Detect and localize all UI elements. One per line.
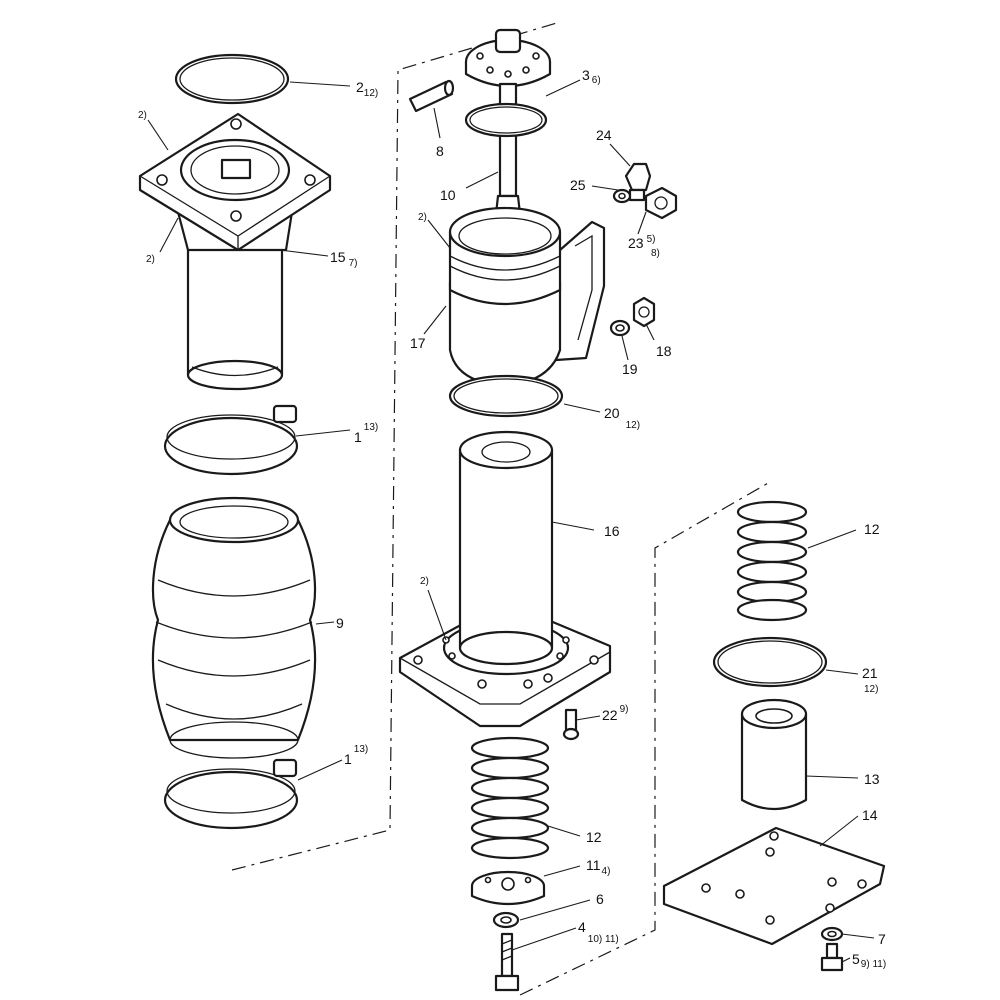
callout-17: 17 <box>410 335 426 351</box>
seal-ring-25 <box>612 188 632 204</box>
callout-6: 6 <box>596 891 604 907</box>
bolt-4 <box>494 932 520 992</box>
callout-13: 13 <box>864 771 880 787</box>
callout-25: 25 <box>570 177 586 193</box>
callout-9: 9 <box>336 615 344 631</box>
rubber-buffer <box>740 698 808 810</box>
base-plate <box>662 826 886 946</box>
o-ring-20 <box>448 374 564 418</box>
hose-clamp-upper <box>163 404 299 476</box>
washer-7 <box>820 926 844 942</box>
filler-plug-23 <box>644 186 678 220</box>
callout-7: 7 <box>878 931 886 947</box>
o-ring-21 <box>712 636 828 688</box>
drain-plug-24 <box>624 162 652 202</box>
spring-right <box>736 500 808 622</box>
callout-24: 24 <box>596 127 612 143</box>
hose-clamp-lower <box>163 758 299 830</box>
callout-12-center: 12 <box>586 829 602 845</box>
snap-ring <box>464 102 548 138</box>
spring-center <box>470 736 550 860</box>
callout-12-right: 12 <box>864 521 880 537</box>
washer-6 <box>492 911 520 929</box>
callout-note-2-flange-top: 2) <box>138 110 147 121</box>
screw-22 <box>562 708 580 741</box>
callout-18: 18 <box>656 343 672 359</box>
o-ring-top <box>174 53 290 105</box>
callout-note-2-cylinder: 2) <box>418 212 427 223</box>
piston-cover-plate <box>464 28 552 88</box>
callout-19: 19 <box>622 361 638 377</box>
seal-ring-19 <box>609 319 631 337</box>
callout-5: 59) 11) <box>852 951 886 970</box>
callout-14: 14 <box>862 807 878 823</box>
callout-1-upper: 113) <box>354 422 378 445</box>
screw-plug-18 <box>632 296 656 328</box>
callout-16: 16 <box>604 523 620 539</box>
flange-guide-cylinder <box>138 112 332 391</box>
callout-10: 10 <box>440 187 456 203</box>
screw-5 <box>820 942 844 972</box>
callout-8: 8 <box>436 143 444 159</box>
spring-plate <box>470 870 546 906</box>
callout-11: 114) <box>586 857 610 877</box>
callout-2-oring: 212) <box>356 79 378 99</box>
leader-lines <box>147 79 875 963</box>
cylinder-with-handle <box>448 206 606 388</box>
callout-1-lower: 113) <box>344 744 368 767</box>
guide-tube-base-plate <box>398 430 612 728</box>
callout-20: 2012) <box>604 405 640 431</box>
callout-note-23-8: 8) <box>651 248 660 259</box>
bellows <box>151 496 317 759</box>
callout-note-2-flange-bottom: 2) <box>146 254 155 265</box>
callout-4: 410) 11) <box>578 919 619 945</box>
pin <box>408 79 455 113</box>
callout-note-2-base: 2) <box>420 576 429 587</box>
